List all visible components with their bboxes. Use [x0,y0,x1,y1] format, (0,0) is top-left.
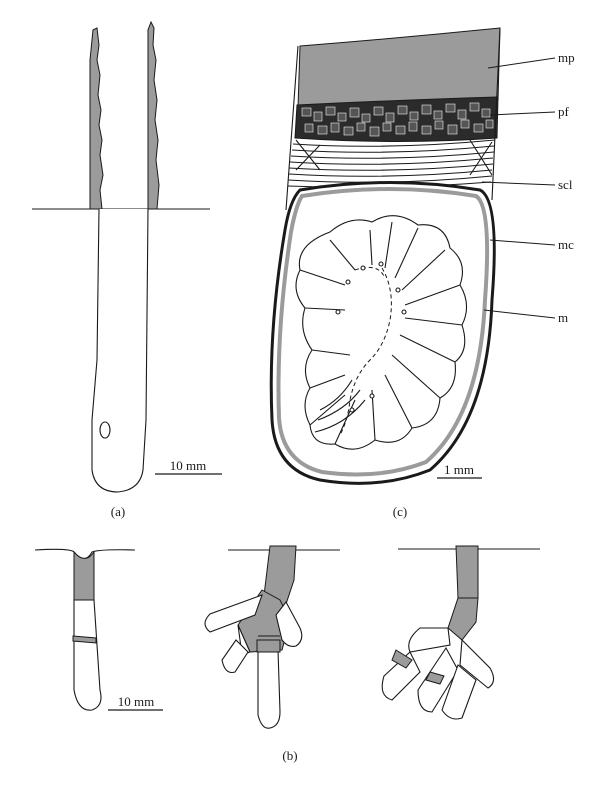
panel-label-a: (a) [111,504,125,519]
panel-a-drawing: 10 mm (a) [32,20,222,519]
oval-mark-a [99,421,111,439]
panel-label-c: (c) [393,504,407,519]
gut-dashed-2 [354,266,386,279]
label-scl: scl [558,177,573,192]
scale-label-a: 10 mm [170,458,206,473]
label-mp: mp [558,50,575,65]
wall-right-a [147,20,160,210]
right-wall-c [491,27,501,201]
pores [335,261,407,413]
m-membrane [276,187,490,477]
leader-lines [481,57,556,319]
panel-label-b: (b) [282,748,297,763]
specimen-b2 [204,545,340,729]
panel-b-drawing: 10 mm (b) [34,545,540,763]
scale-label-b: 10 mm [118,694,154,709]
pf-layer [294,96,499,142]
specimen-b3 [381,545,540,720]
left-wall-c [285,45,299,211]
pellet-texture [301,102,494,137]
mp-layer [297,27,501,109]
wall-left-a [89,27,104,210]
label-pf: pf [558,104,570,119]
specimen-b1 [34,548,136,711]
segment-lines [299,221,463,445]
gut-dashed [339,267,392,436]
scl-layer [287,139,496,188]
tube-body-a [91,208,149,493]
label-mc: mc [558,237,574,252]
label-m: m [558,310,568,325]
scale-label-c: 1 mm [444,462,474,477]
panel-c-drawing: mp pf scl mc m 1 mm (c) [269,27,575,519]
